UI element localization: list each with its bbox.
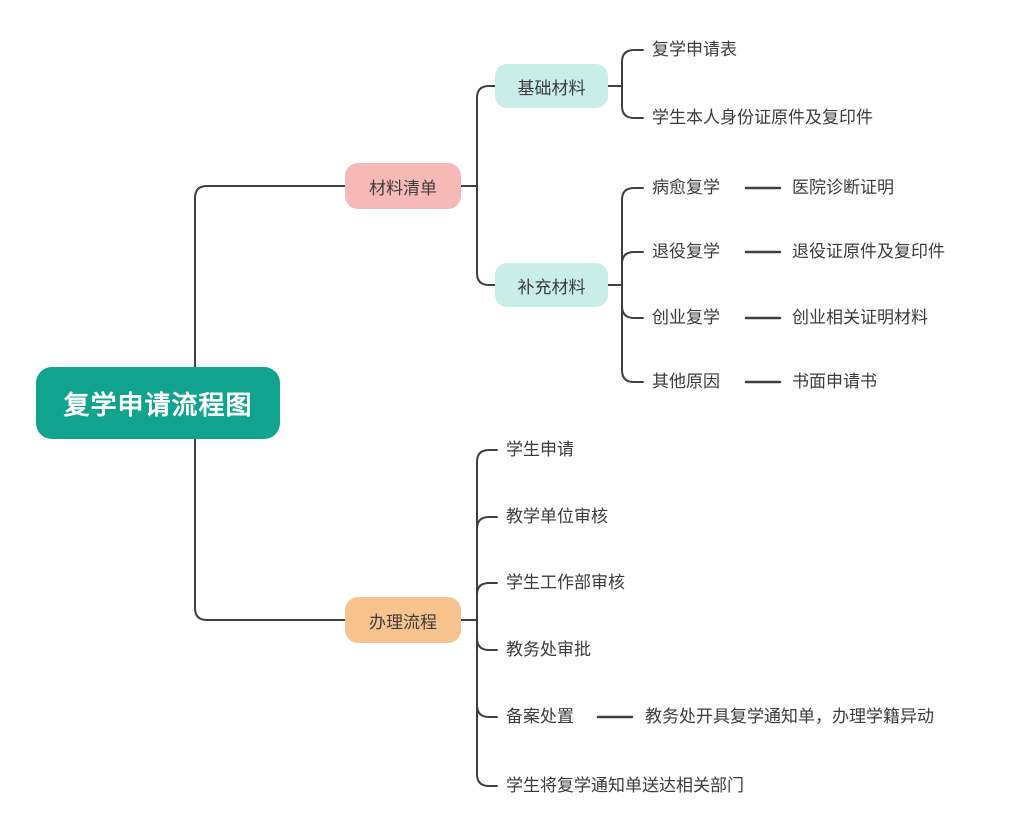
edge-basic-leaf1: [621, 49, 644, 87]
detail-hospital-certificate[interactable]: 医院诊断证明: [792, 178, 894, 197]
edge-root-process: [194, 438, 346, 621]
edge-process-leaf5: [476, 619, 498, 718]
edge-materials-supplementary: [476, 185, 496, 286]
detail-veteran-certificate[interactable]: 退役证原件及复印件: [792, 242, 945, 261]
edge-supp-leaf1: [621, 187, 644, 286]
edge-supp-leaf3: [621, 284, 644, 319]
detail-resumption-notice[interactable]: 教务处开具复学通知单，办理学籍异动: [645, 707, 934, 726]
edge-root-materials: [194, 185, 346, 368]
edge-process-leaf3: [476, 582, 498, 621]
leaf-student-affairs-review[interactable]: 学生工作部审核: [506, 573, 625, 592]
leaf-application-form[interactable]: 复学申请表: [652, 40, 737, 59]
subtopic-basic-materials[interactable]: 基础材料: [495, 64, 608, 108]
subtopic-supplementary-materials[interactable]: 补充材料: [495, 263, 608, 307]
leaf-id-card-copy[interactable]: 学生本人身份证原件及复印件: [652, 108, 873, 127]
edge-materials-basic: [476, 85, 496, 187]
edge-process-leaf6: [476, 619, 498, 787]
edge-supp-leaf4: [621, 284, 644, 383]
leaf-student-apply[interactable]: 学生申请: [506, 440, 574, 459]
leaf-academic-office-approval[interactable]: 教务处审批: [506, 640, 591, 659]
leaf-illness-recovery[interactable]: 病愈复学: [652, 178, 720, 197]
edge-process-leaf4: [476, 619, 498, 651]
detail-written-application[interactable]: 书面申请书: [792, 372, 877, 391]
branch-topic-process[interactable]: 办理流程: [345, 597, 461, 643]
leaf-teaching-unit-review[interactable]: 教学单位审核: [506, 507, 608, 526]
detail-startup-proof[interactable]: 创业相关证明材料: [792, 308, 928, 327]
leaf-deliver-notice[interactable]: 学生将复学通知单送达相关部门: [506, 776, 744, 795]
leaf-veteran-recovery[interactable]: 退役复学: [652, 242, 720, 261]
edge-basic-leaf2: [621, 85, 644, 119]
edge-process-leaf1: [476, 449, 498, 621]
edge-supp-leaf2: [621, 251, 644, 286]
leaf-startup-recovery[interactable]: 创业复学: [652, 308, 720, 327]
edge-process-leaf2: [476, 516, 498, 621]
leaf-other-reason[interactable]: 其他原因: [652, 372, 720, 391]
leaf-filing-disposal[interactable]: 备案处置: [506, 707, 574, 726]
root-topic[interactable]: 复学申请流程图: [36, 367, 280, 439]
branch-topic-materials[interactable]: 材料清单: [345, 163, 461, 209]
